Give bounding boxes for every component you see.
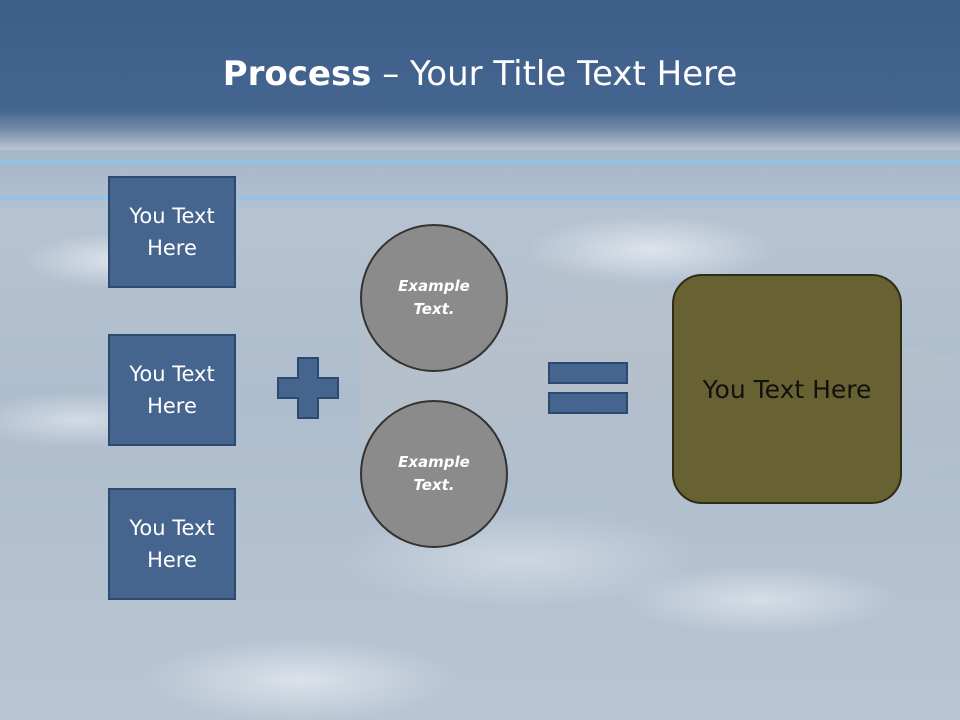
input-box-2: You Text Here xyxy=(108,334,236,446)
slide-title-bold: Process xyxy=(222,54,372,94)
example-circle-2: Example Text. xyxy=(360,400,508,548)
input-box-3: You Text Here xyxy=(108,488,236,600)
result-box: You Text Here xyxy=(672,274,902,504)
slide-title-rest: – Your Title Text Here xyxy=(371,54,738,94)
background-railing-top xyxy=(0,160,960,164)
input-box-1-label: You Text Here xyxy=(129,204,215,260)
example-circle-1-label: Example Text. xyxy=(398,277,470,318)
plus-icon xyxy=(277,357,339,419)
input-box-3-label: You Text Here xyxy=(129,516,215,572)
equals-icon xyxy=(548,362,628,414)
example-circle-2-label: Example Text. xyxy=(398,453,470,494)
example-circle-1: Example Text. xyxy=(360,224,508,372)
result-box-label: You Text Here xyxy=(702,374,872,404)
input-box-1: You Text Here xyxy=(108,176,236,288)
slide-title: Process – Your Title Text Here xyxy=(0,52,960,96)
background-railing-bottom xyxy=(0,196,960,200)
input-box-2-label: You Text Here xyxy=(129,362,215,418)
title-banner xyxy=(0,0,960,150)
